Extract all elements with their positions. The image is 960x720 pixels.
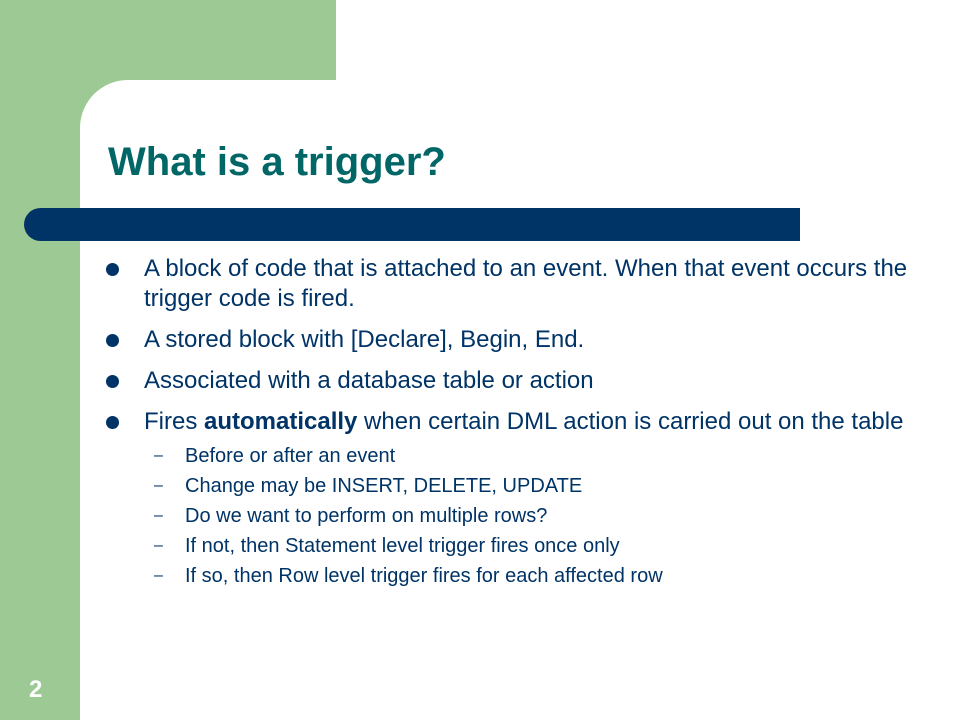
bullet-dot-icon xyxy=(106,334,119,347)
left-accent-bar xyxy=(0,0,80,720)
dash-marker-icon: – xyxy=(154,507,163,524)
sub-bullet-item: – If so, then Row level trigger fires for… xyxy=(144,561,934,591)
sub-bullet-text: If so, then Row level trigger fires for … xyxy=(185,565,663,587)
bullet-item: Fires automatically when certain DML act… xyxy=(104,407,934,591)
text-run: A block of code that is attached to an e… xyxy=(144,255,908,312)
bullet-item: A block of code that is attached to an e… xyxy=(104,254,934,314)
bullet-dot-icon xyxy=(106,416,119,429)
dash-marker-icon: – xyxy=(154,567,163,584)
text-run: Fires xyxy=(144,408,204,435)
bullet-text: Associated with a database table or acti… xyxy=(144,367,594,394)
sub-bullet-text: Before or after an event xyxy=(185,445,396,467)
emphasis-text: automatically xyxy=(204,408,358,435)
bullet-dot-icon xyxy=(106,375,119,388)
bullet-item: A stored block with [Declare], Begin, En… xyxy=(104,325,934,355)
dash-marker-icon: – xyxy=(154,537,163,554)
bullet-text: A block of code that is attached to an e… xyxy=(144,255,907,312)
sub-bullet-list: – Before or after an event – Change may be … xyxy=(144,441,934,591)
dash-marker-icon: – xyxy=(154,447,163,464)
sub-bullet-item: – Before or after an event xyxy=(144,441,934,471)
dash-marker-icon: – xyxy=(154,477,163,494)
bullet-dot-icon xyxy=(106,263,119,276)
sub-bullet-item: – Do we want to perform on multiple rows? xyxy=(144,501,934,531)
sub-bullet-text: If not, then Statement level trigger fir… xyxy=(185,535,620,557)
bullet-item: Associated with a database table or acti… xyxy=(104,366,934,396)
sub-bullet-text: Change may be INSERT, DELETE, UPDATE xyxy=(185,475,583,497)
text-run: A stored block with [Declare], Begin, En… xyxy=(144,326,585,353)
title-underline-bar xyxy=(24,208,800,241)
bullet-text: A stored block with [Declare], Begin, En… xyxy=(144,326,584,353)
page-number: 2 xyxy=(29,676,43,703)
bullet-text: Fires automatically when certain DML act… xyxy=(144,408,903,435)
bullet-list: A block of code that is attached to an e… xyxy=(104,254,934,602)
sub-bullet-item: – If not, then Statement level trigger fi… xyxy=(144,531,934,561)
text-run: Associated with a database table or acti… xyxy=(144,367,594,394)
slide-title: What is a trigger? xyxy=(108,140,446,184)
sub-bullet-text: Do we want to perform on multiple rows? xyxy=(185,505,548,527)
text-run: when certain DML action is carried out o… xyxy=(357,408,904,435)
content-corner xyxy=(80,80,176,176)
top-accent-bar xyxy=(0,0,336,80)
sub-bullet-item: – Change may be INSERT, DELETE, UPDATE xyxy=(144,471,934,501)
